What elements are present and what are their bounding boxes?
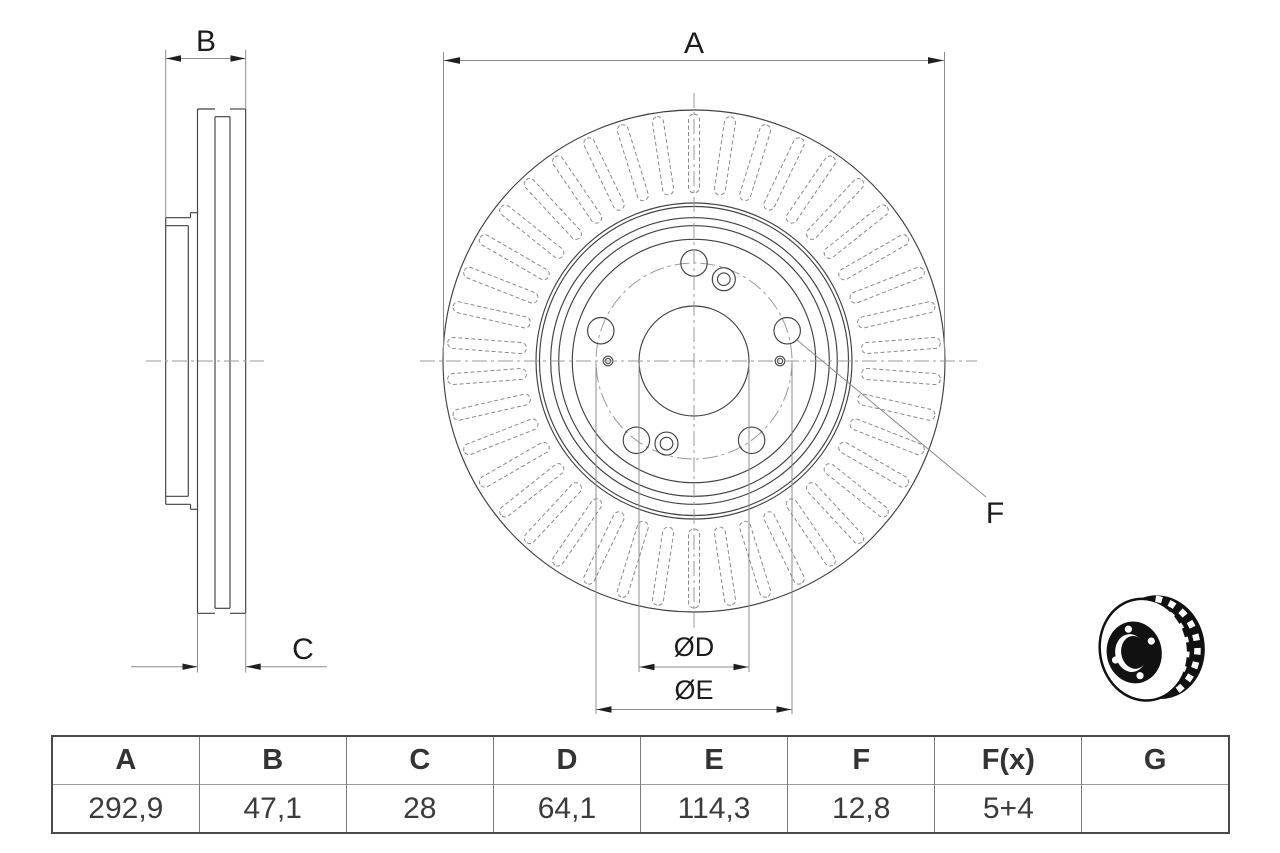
- table-header-E: E: [639, 736, 789, 785]
- dim-label-OE: ØE: [674, 675, 713, 705]
- table-header-G: G: [1081, 736, 1230, 785]
- vent-slot: [739, 124, 772, 202]
- table-header-C: C: [345, 736, 494, 785]
- vent-slot: [499, 204, 565, 259]
- vent-slot: [849, 418, 925, 456]
- vent-slot: [739, 520, 772, 598]
- dimension-C: C: [131, 613, 327, 673]
- vent-slot: [499, 463, 565, 518]
- icon-vent-holes-inner: [1155, 604, 1190, 683]
- table-value-B: 47,1: [198, 784, 347, 833]
- icon-center-bore: [1121, 636, 1148, 669]
- vent-slot: [452, 393, 531, 421]
- table-header-F: F: [787, 736, 936, 785]
- dimension-spec-table: A B C D E F F(x) G 292,9 47,1 28 64,1 11…: [51, 735, 1230, 834]
- vent-slot: [478, 234, 550, 281]
- table-value-D: 64,1: [492, 784, 642, 833]
- vent-slot: [823, 204, 889, 259]
- vent-slot: [806, 177, 865, 240]
- table-value-row: 292,9 47,1 28 64,1 114,3 12,8 5+4: [51, 784, 1230, 833]
- vent-slot: [551, 498, 603, 567]
- table-value-G: [1081, 784, 1230, 833]
- side-view-cross-section: [146, 108, 264, 614]
- dim-label-B: B: [196, 25, 216, 58]
- dimension-F: F: [796, 339, 1004, 530]
- table-header-A: A: [51, 736, 200, 785]
- table-value-E: 114,3: [639, 784, 789, 833]
- vent-slot: [523, 482, 582, 545]
- vent-slot: [463, 418, 539, 456]
- vent-slot: [857, 393, 936, 421]
- vent-slot: [478, 441, 550, 488]
- brake-disc-3d-icon: [1098, 595, 1205, 702]
- vent-slot: [452, 301, 531, 329]
- vent-slot: [652, 526, 675, 606]
- dim-label-OD: ØD: [674, 632, 715, 662]
- table-value-Fx: 5+4: [934, 784, 1083, 833]
- table-header-D: D: [492, 736, 642, 785]
- icon-bolt-holes: [1111, 625, 1155, 680]
- icon-vent-holes-outer: [1153, 595, 1201, 693]
- vent-slot: [583, 511, 625, 585]
- dimension-B: B: [165, 25, 247, 218]
- table-header-B: B: [198, 736, 347, 785]
- vent-slot: [785, 155, 837, 224]
- auxiliary-holes: [602, 267, 786, 456]
- table-header-row: A B C D E F F(x) G: [51, 736, 1230, 785]
- vent-slot: [857, 301, 936, 329]
- table-value-F: 12,8: [787, 784, 936, 833]
- vent-slot: [447, 367, 527, 386]
- vent-slot: [861, 336, 941, 355]
- dim-label-A: A: [684, 27, 704, 60]
- vent-slot: [616, 520, 649, 598]
- table-header-Fx: F(x): [934, 736, 1083, 785]
- vent-slot: [652, 116, 675, 196]
- vent-slot: [838, 234, 910, 281]
- vent-slot: [713, 116, 736, 196]
- vent-slot: [823, 463, 889, 518]
- front-view: [420, 93, 977, 632]
- vent-slot: [463, 266, 539, 304]
- vent-slot: [763, 137, 805, 211]
- vent-slot: [861, 367, 941, 386]
- vent-slot: [447, 336, 527, 355]
- table-value-A: 292,9: [51, 784, 200, 833]
- vent-slot: [523, 177, 582, 240]
- vent-slot: [806, 482, 865, 545]
- dim-label-F: F: [986, 497, 1004, 530]
- vent-slot: [583, 137, 625, 211]
- dimension-D: ØD: [638, 363, 750, 672]
- vent-slot: [551, 155, 603, 224]
- table-value-C: 28: [345, 784, 494, 833]
- vent-slot: [849, 266, 925, 304]
- dim-label-C: C: [292, 633, 314, 666]
- vent-slot: [785, 498, 837, 567]
- vent-slot: [838, 441, 910, 488]
- vent-slot: [616, 124, 649, 202]
- vent-slot: [713, 526, 736, 606]
- dimension-E: ØE: [595, 363, 793, 714]
- vent-slot: [763, 511, 805, 585]
- dimension-A: A: [443, 27, 945, 365]
